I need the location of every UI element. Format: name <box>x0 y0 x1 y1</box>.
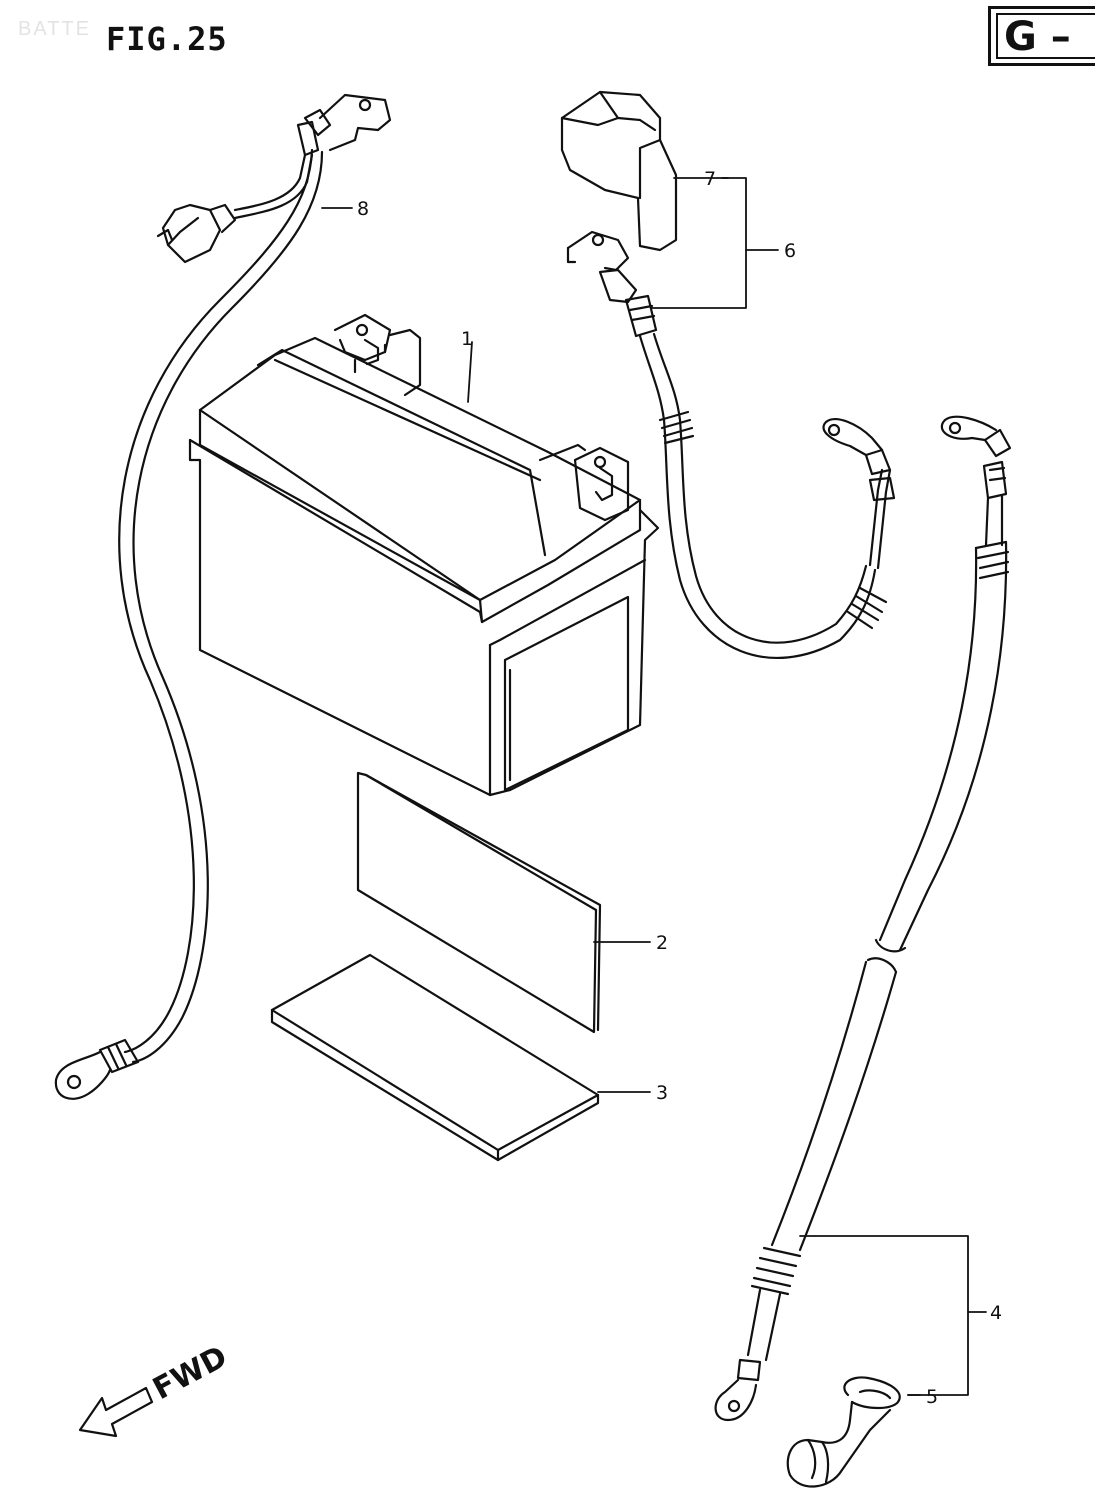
arrow-left-down-icon <box>78 1386 154 1438</box>
leader-lines <box>321 177 987 1396</box>
cable-4 <box>714 415 1012 1422</box>
fwd-label: FWD <box>147 1339 233 1407</box>
battery-pad-upper <box>356 771 602 1034</box>
terminal-boot <box>786 1376 901 1488</box>
callout-4: 4 <box>990 1302 1002 1324</box>
callout-1: 1 <box>461 328 473 350</box>
callout-2: 2 <box>656 932 668 954</box>
group-code: G – <box>1004 14 1071 60</box>
group-badge-inner <box>996 13 1095 59</box>
group-badge-outer <box>988 6 1095 66</box>
cable-6 <box>566 230 896 660</box>
battery-pad-lower <box>270 953 600 1162</box>
figure-title: FIG.25 <box>106 20 228 58</box>
terminal-cover <box>560 90 678 252</box>
callout-8: 8 <box>357 198 369 220</box>
ghost-label: BATTE <box>18 18 91 40</box>
callout-7: 7 <box>704 168 716 190</box>
callout-6: 6 <box>784 240 796 262</box>
leader-6-bracket <box>651 177 747 309</box>
cable-8 <box>54 93 392 1100</box>
battery <box>188 313 660 797</box>
callout-5: 5 <box>926 1386 938 1408</box>
callout-3: 3 <box>656 1082 668 1104</box>
leader-1 <box>467 341 473 403</box>
leader-4-bracket <box>799 1235 969 1396</box>
